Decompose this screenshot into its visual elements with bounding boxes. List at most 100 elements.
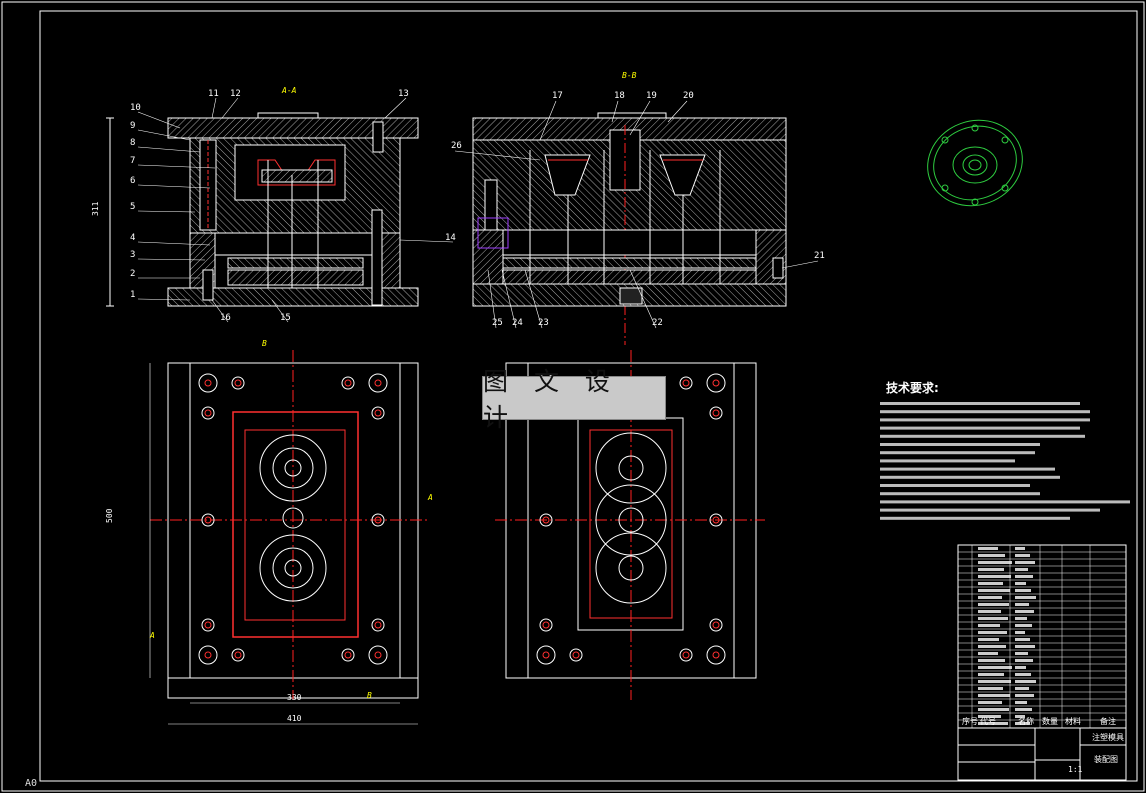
tech-requirement-line xyxy=(880,484,1030,487)
plan-view-right xyxy=(495,350,765,700)
bolt-hole xyxy=(539,513,553,527)
part-number-label: 6 xyxy=(130,176,135,186)
dim-plan-height: 500 xyxy=(105,508,114,523)
sheet-inner-frame xyxy=(39,10,1138,782)
bolt-hole xyxy=(368,645,388,665)
tech-requirement-line xyxy=(880,459,1015,463)
bom-col-header: 名称 xyxy=(1018,716,1034,726)
bolt-hole xyxy=(706,645,726,665)
tech-requirement-line xyxy=(880,516,1070,520)
bolt-hole xyxy=(569,648,583,662)
tech-requirement-line xyxy=(880,475,1060,479)
tech-requirement-line xyxy=(880,402,1080,405)
part-number-label: 18 xyxy=(614,91,625,101)
bom-col-header: 备注 xyxy=(1100,716,1116,726)
part-number-label: 8 xyxy=(130,138,135,148)
part-number-label: 17 xyxy=(552,91,563,101)
bolt-hole xyxy=(709,406,723,420)
part-number-label: 5 xyxy=(130,202,135,212)
title-block: 注塑模具 装配图 1:1 序号代号 名称数量材料 备注 xyxy=(957,544,1127,781)
title-drawing-sub: 装配图 xyxy=(1094,754,1118,764)
title-scale: 1:1 xyxy=(1068,765,1083,774)
tech-requirement-line xyxy=(880,418,1090,422)
bolt-hole xyxy=(198,645,218,665)
bolt-hole xyxy=(539,618,553,632)
bolt-hole xyxy=(341,376,355,390)
bom-col-header: 代号 xyxy=(980,716,996,726)
tech-requirement-line xyxy=(880,443,1040,446)
part-number-label: 20 xyxy=(683,91,694,101)
bolt-hole xyxy=(706,373,726,393)
dim-plan-inner-width: 330 xyxy=(287,693,302,702)
cavity-lower-left xyxy=(259,534,327,602)
tech-requirement-line xyxy=(880,426,1080,430)
tech-requirement-line xyxy=(880,410,1090,414)
section-marker-b-top: B xyxy=(262,339,267,348)
tech-requirement-line xyxy=(880,451,1035,455)
title-drawing-name: 注塑模具 xyxy=(1092,732,1124,742)
part-number-leaders-left: 12345678910111213141516 xyxy=(130,89,456,323)
part-number-label: 2 xyxy=(130,269,135,279)
part-number-label: 12 xyxy=(230,89,241,99)
sheet-size-label: A0 xyxy=(25,778,38,789)
part-number-label: 14 xyxy=(445,233,456,243)
bolt-hole xyxy=(709,618,723,632)
bom-col-header: 材料 xyxy=(1065,716,1081,726)
part-number-label: 10 xyxy=(130,103,141,113)
bolt-hole xyxy=(201,618,215,632)
section-view-a-a: A-A 311 xyxy=(91,86,419,307)
part-number-label: 19 xyxy=(646,91,657,101)
tech-requirement-line xyxy=(880,508,1100,512)
part-number-label: 26 xyxy=(451,141,462,151)
section-label-b-b: B-B xyxy=(622,71,637,80)
bolt-hole xyxy=(201,406,215,420)
part-number-label: 1 xyxy=(130,290,135,300)
section-label-a-a: A-A xyxy=(281,86,297,95)
bolt-hole xyxy=(371,618,385,632)
bolt-hole xyxy=(679,648,693,662)
bom-col-header: 数量 xyxy=(1042,716,1058,726)
part-number-label: 23 xyxy=(538,318,549,328)
bolt-hole xyxy=(371,513,385,527)
dim-plan-outer-width: 410 xyxy=(287,714,302,723)
tech-requirements-title: 技术要求: xyxy=(886,381,939,395)
bom-col-header: 序号 xyxy=(962,716,978,726)
tech-requirement-line xyxy=(880,434,1085,438)
tech-requirement-line xyxy=(880,492,1040,496)
section-marker-b-bottom: B xyxy=(367,691,372,700)
bolt-hole xyxy=(198,373,218,393)
part-isometric-view xyxy=(927,119,1023,207)
plan-view-left: 500 330 410 B A A B xyxy=(105,339,433,725)
part-number-label: 3 xyxy=(130,250,135,260)
part-number-label: 21 xyxy=(814,251,825,261)
bolt-hole xyxy=(201,513,215,527)
part-number-label: 13 xyxy=(398,89,409,99)
section-view-b-b: B-B xyxy=(472,71,787,345)
bolt-hole xyxy=(679,376,693,390)
tech-requirements-lines xyxy=(880,402,1130,520)
section-marker-a-left: A xyxy=(149,631,155,640)
bolt-hole xyxy=(368,373,388,393)
section-marker-a-right: A xyxy=(427,493,433,502)
part-number-label: 11 xyxy=(208,89,219,99)
tech-requirement-line xyxy=(880,467,1055,471)
bolt-hole xyxy=(231,648,245,662)
bolt-hole xyxy=(371,406,385,420)
part-number-label: 4 xyxy=(130,233,135,243)
part-number-leaders-right: 17 18 19 20 21 22 23 24 25 26 xyxy=(451,91,825,329)
part-number-label: 7 xyxy=(130,156,135,166)
bolt-hole xyxy=(709,513,723,527)
part-number-label: 24 xyxy=(512,318,523,328)
part-number-label: 22 xyxy=(652,318,663,328)
bolt-hole xyxy=(341,648,355,662)
bolt-hole xyxy=(231,376,245,390)
tech-requirement-line xyxy=(880,500,1130,504)
dim-left-height: 311 xyxy=(91,201,100,216)
bolt-hole xyxy=(536,645,556,665)
part-number-label: 25 xyxy=(492,318,503,328)
watermark-banner: 图 文 设 计 xyxy=(482,367,666,432)
cavity-upper-left xyxy=(259,434,327,502)
part-number-label: 9 xyxy=(130,121,135,131)
